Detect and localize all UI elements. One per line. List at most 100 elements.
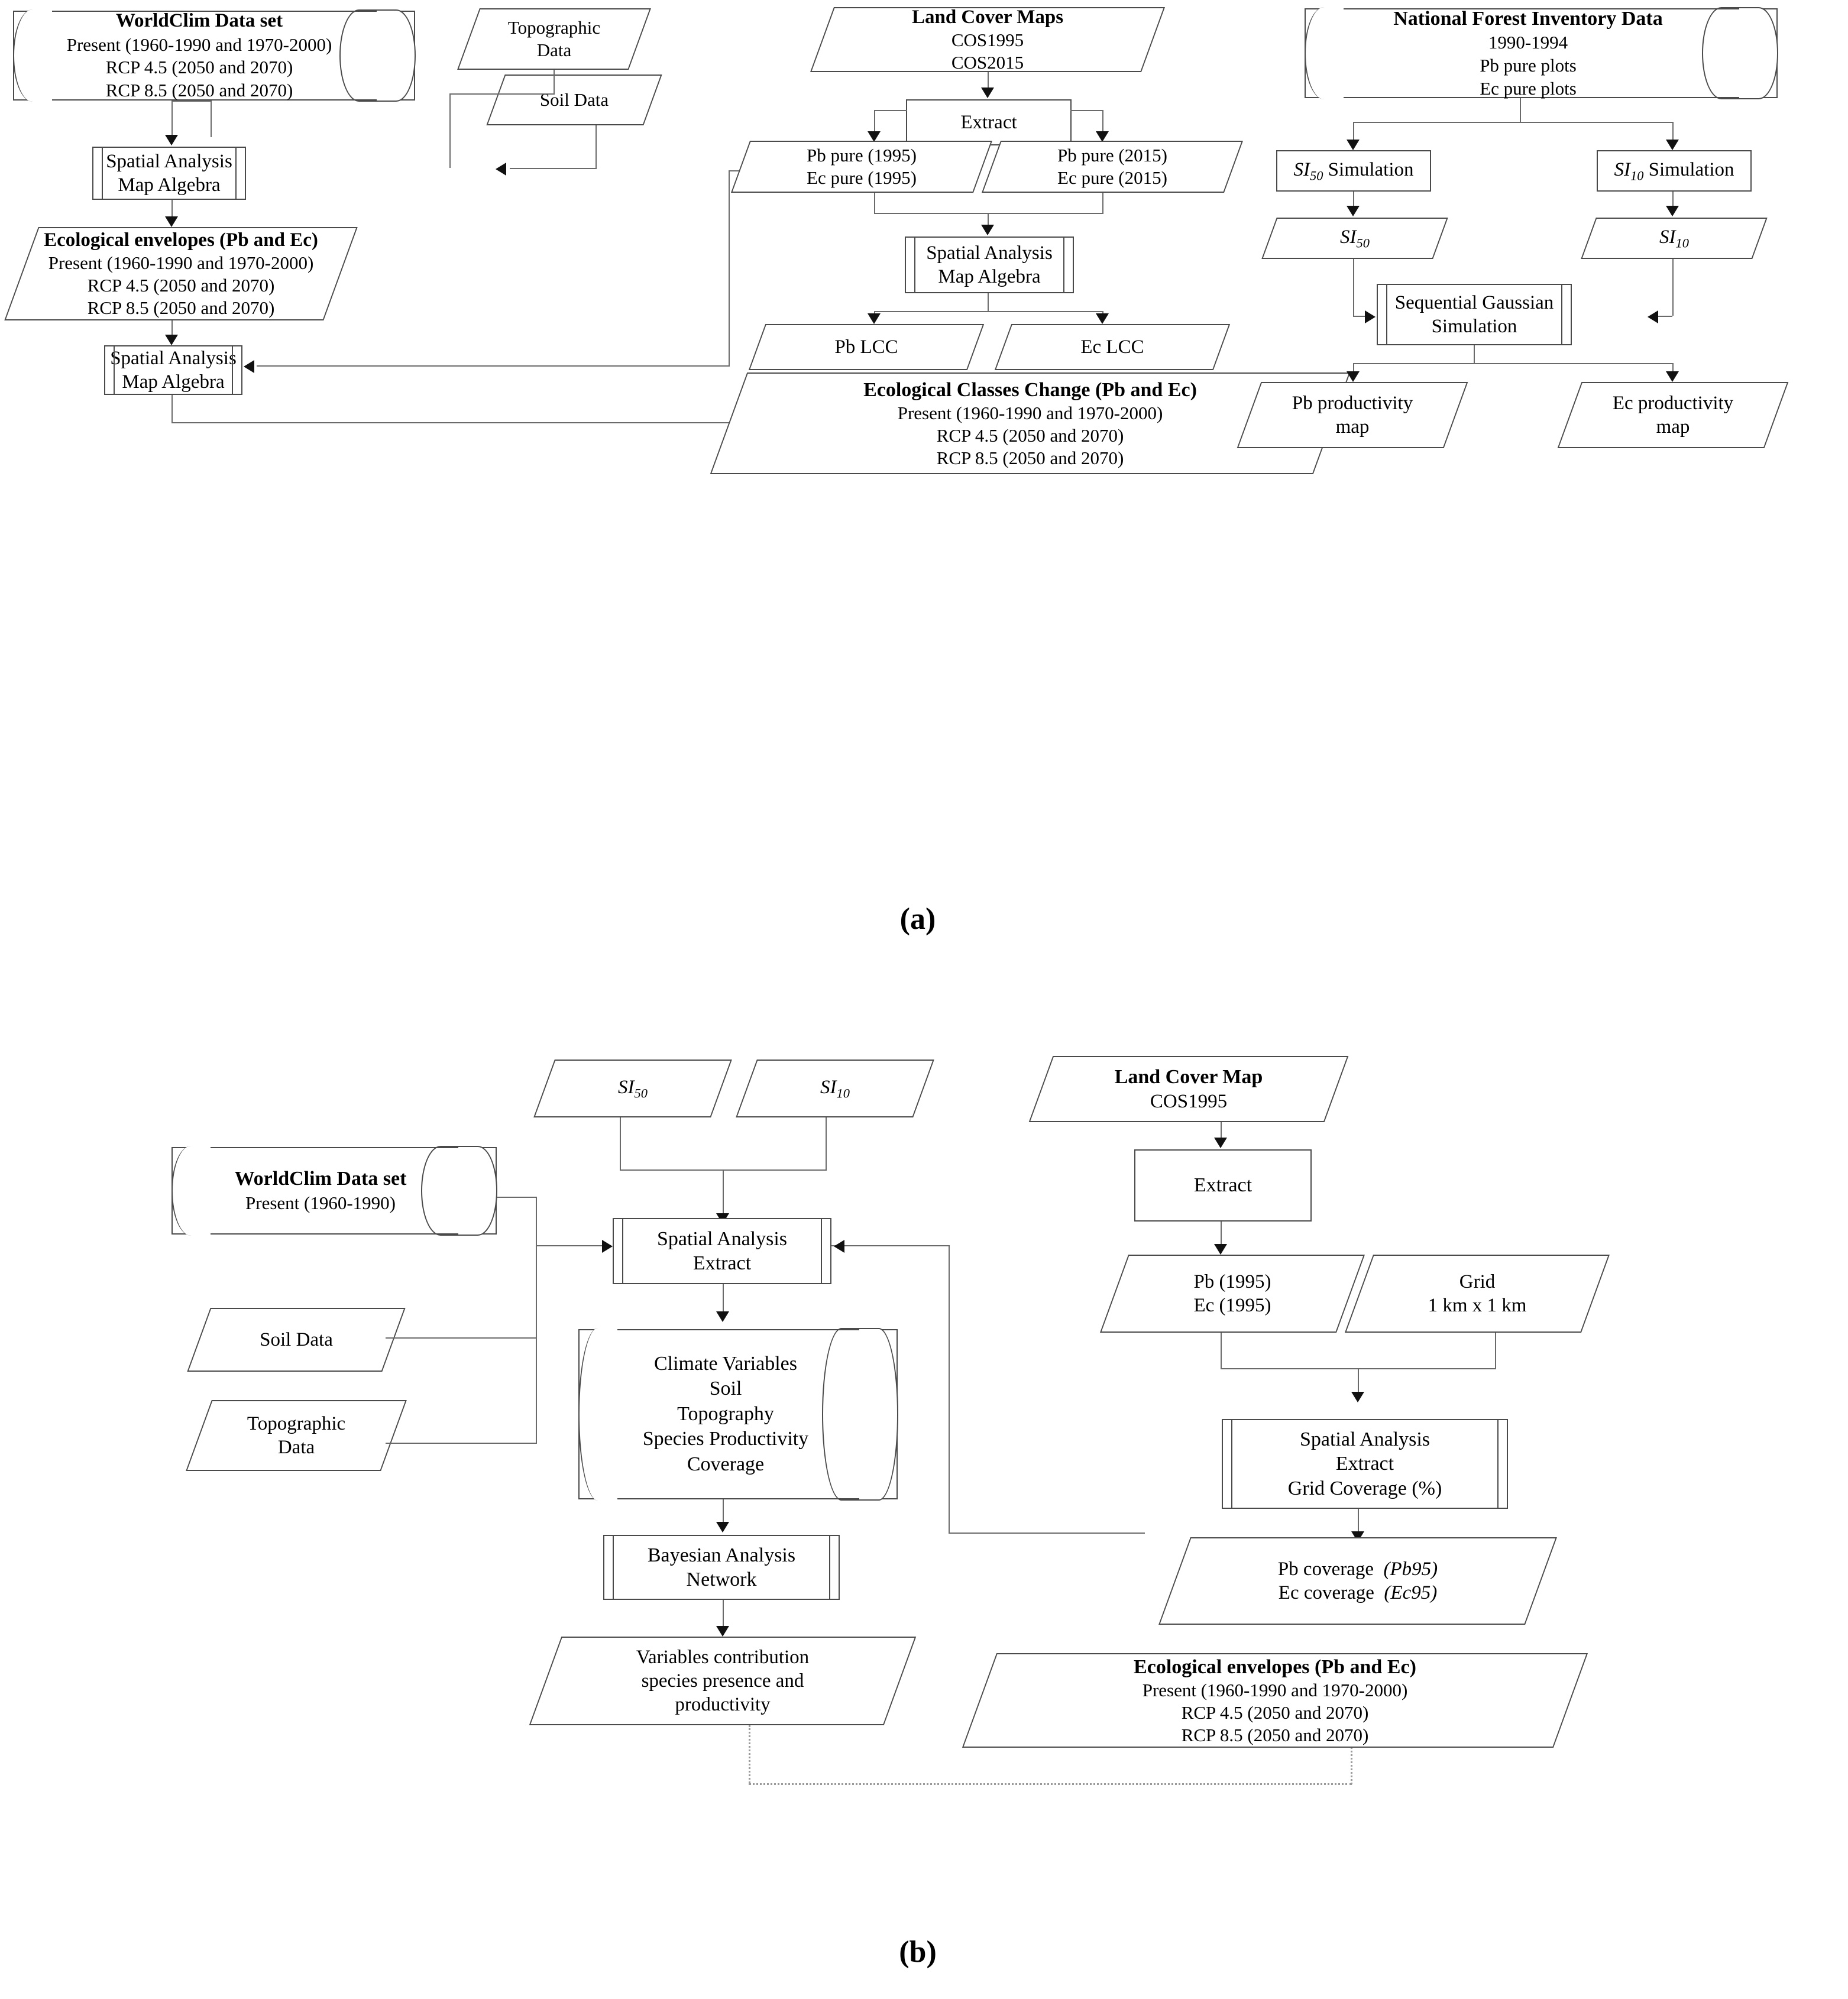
- connector: [1221, 1222, 1222, 1248]
- node-line-3: Topography: [677, 1402, 774, 1425]
- cylinder-inner-ellipse: [822, 1328, 861, 1501]
- cylinder-body: [1305, 8, 1778, 98]
- node-line-2: map: [1335, 416, 1370, 438]
- node-line-5: Coverage: [687, 1453, 765, 1475]
- node-line-1: Pb (1995): [1193, 1271, 1271, 1292]
- arrowhead: [981, 225, 994, 235]
- node-line-1: Grid: [1459, 1271, 1496, 1292]
- connector: [874, 193, 875, 214]
- arrowhead: [716, 1626, 729, 1637]
- cylinder-left-cap: [171, 1146, 211, 1236]
- node-bayesian-analysis-network-b: Bayesian Analysis Network: [603, 1535, 840, 1600]
- node-line-2: map: [1656, 416, 1690, 438]
- connector: [1221, 1333, 1222, 1369]
- connector: [1672, 363, 1674, 376]
- arrowhead: [716, 1522, 729, 1533]
- dashed-feedback-connector: [749, 1725, 750, 1783]
- node-title: Ecological envelopes (Pb and Ec): [1134, 1655, 1416, 1678]
- connector: [1672, 259, 1674, 316]
- connector: [595, 125, 597, 168]
- node-topographic-data-b: Topographic Data: [186, 1400, 407, 1471]
- node-soil-data-a: Soil Data: [486, 74, 662, 125]
- connector: [449, 93, 451, 168]
- connector: [949, 1245, 950, 1534]
- arrowhead: [1214, 1138, 1227, 1148]
- dashed-feedback-connector: [749, 1783, 1352, 1785]
- node-line-2: Soil: [709, 1378, 742, 1400]
- node-pb-lcc-a: Pb LCC: [748, 324, 985, 370]
- arrowhead: [868, 313, 881, 324]
- node-line-1: Extract: [960, 111, 1017, 133]
- node-worldclim-dataset-b: WorldClim Data set Present (1960-1990): [171, 1146, 497, 1236]
- connector: [874, 110, 907, 111]
- node-line-2: RCP 4.5 (2050 and 2070): [1181, 1702, 1369, 1723]
- connector: [171, 101, 212, 102]
- node-line-1: Soil Data: [260, 1329, 333, 1350]
- node-line-3: Grid Coverage (%): [1287, 1477, 1442, 1499]
- node-line-1: Topographic: [507, 17, 601, 38]
- cylinder-right-cap: [377, 9, 416, 102]
- node-spatial-analysis-grid-coverage-b: Spatial Analysis Extract Grid Coverage (…: [1222, 1419, 1508, 1509]
- node-line-2: Ec coverage (Ec95): [1278, 1582, 1438, 1603]
- node-line-3: RCP 8.5 (2050 and 2070): [1181, 1724, 1369, 1745]
- arrowhead: [165, 335, 178, 345]
- node-worldclim-dataset-a: WorldClim Data set Present (1960-1990 an…: [13, 9, 416, 102]
- node-grid-b: Grid 1 km x 1 km: [1344, 1255, 1610, 1333]
- node-si10-a: SI10: [1581, 218, 1768, 259]
- arrowhead: [1351, 1392, 1364, 1402]
- node-line-1: Present (1960-1990): [245, 1192, 396, 1213]
- node-line-1: Pb pure (1995): [807, 145, 917, 166]
- node-line-4: Species Productivity: [642, 1428, 809, 1450]
- arrowhead: [602, 1240, 613, 1253]
- node-line-1: Spatial Analysis: [1299, 1428, 1430, 1450]
- arrowhead: [1214, 1244, 1227, 1255]
- connector: [874, 213, 1103, 214]
- node-line-2: Extract: [692, 1252, 752, 1274]
- node-line-3: Ec pure plots: [1480, 77, 1577, 99]
- node-si10-b: SI10: [736, 1060, 934, 1117]
- arrowhead: [165, 135, 178, 145]
- node-line-2: Ec pure (1995): [807, 167, 917, 188]
- connector: [988, 293, 989, 312]
- node-line-2: Simulation: [1431, 316, 1517, 337]
- node-line-2: Network: [686, 1569, 757, 1590]
- connector: [826, 1117, 827, 1171]
- connector: [1353, 122, 1672, 123]
- arrowhead: [1347, 371, 1360, 382]
- node-extract-b: Extract: [1134, 1149, 1312, 1222]
- cylinder-right-cap: [859, 1328, 898, 1501]
- node-title: National Forest Inventory Data: [1393, 7, 1663, 30]
- node-line-1: Present (1960-1990 and 1970-2000): [1142, 1680, 1408, 1701]
- node-ecological-classes-change-a: Ecological Classes Change (Pb and Ec) Pr…: [710, 372, 1351, 474]
- connector: [171, 422, 739, 423]
- node-ecological-envelopes-a: Ecological envelopes (Pb and Ec) Present…: [4, 227, 358, 320]
- connector: [211, 101, 212, 137]
- node-pb-ec-1995-b: Pb (1995) Ec (1995): [1099, 1255, 1365, 1333]
- connector: [723, 1169, 724, 1216]
- connector: [620, 1117, 621, 1171]
- node-line-1: Pb coverage (Pb95): [1277, 1558, 1438, 1580]
- connector: [171, 395, 173, 423]
- node-line-1: SI10: [1659, 226, 1689, 251]
- arrowhead: [1347, 206, 1360, 216]
- node-line-1: SI50 Simulation: [1293, 159, 1414, 183]
- node-line-1: Spatial Analysis: [110, 347, 237, 369]
- node-line-1: Topographic: [247, 1412, 346, 1434]
- node-line-1: SI10: [820, 1077, 850, 1101]
- node-sequential-gaussian-simulation-a: Sequential Gaussian Simulation: [1377, 284, 1572, 345]
- connector: [729, 170, 730, 365]
- connector: [949, 1533, 1145, 1534]
- node-line-3: RCP 8.5 (2050 and 2070): [105, 80, 293, 101]
- connector: [1353, 363, 1672, 364]
- arrowhead: [1648, 310, 1658, 323]
- node-variables-contribution-b: Variables contribution species presence …: [529, 1637, 917, 1725]
- connector: [449, 93, 555, 95]
- node-line-1: Present (1960-1990 and 1970-2000): [48, 252, 314, 274]
- node-line-1: Spatial Analysis: [656, 1227, 788, 1250]
- node-spatial-analysis-extract-b: Spatial Analysis Extract: [613, 1218, 831, 1284]
- node-extract-a: Extract: [906, 99, 1072, 145]
- connector: [536, 1245, 604, 1246]
- cylinder-left-cap: [13, 9, 52, 102]
- connector: [874, 110, 875, 135]
